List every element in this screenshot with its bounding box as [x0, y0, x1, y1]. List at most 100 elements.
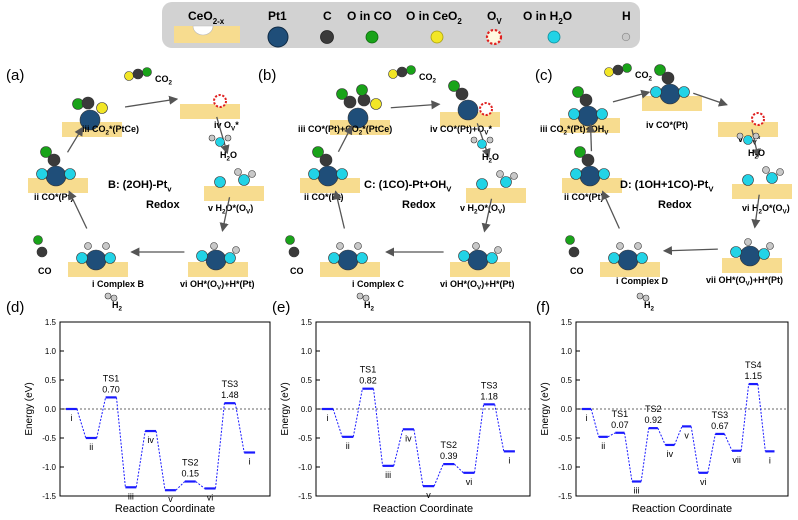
hydrogen-atom-icon	[362, 294, 370, 302]
y-tick-label: 1.0	[45, 347, 57, 356]
state-label: i Complex D	[616, 276, 669, 286]
oxygen-h2o-atom-icon	[476, 178, 488, 190]
state-tick-label: iv	[405, 433, 412, 443]
panel-label: (f)	[536, 299, 550, 316]
state-0: iii CO2*(Pt)+OHV	[540, 86, 620, 137]
y-tick-label: 1.0	[301, 347, 313, 356]
carbon-atom-icon	[579, 93, 593, 107]
cycle-title: D: (1OH+1CO)-PtV	[620, 179, 714, 193]
co-label: CO	[38, 266, 52, 276]
energy-connector	[724, 433, 733, 451]
state-tick-label: iv	[667, 449, 674, 459]
hydrogen-atom-icon	[494, 246, 502, 254]
state-label: ii CO*(Pt)	[304, 192, 344, 202]
state-tick-label: i	[586, 413, 588, 423]
energy-connector	[590, 408, 600, 437]
oxygen-h2o-atom-icon	[308, 168, 320, 180]
oxygen-h2o-atom-icon	[356, 252, 368, 264]
hydrogen-atom-icon	[744, 238, 752, 246]
energy-connector	[433, 463, 444, 487]
cycle-arrow	[337, 125, 353, 153]
panel-label: (e)	[272, 299, 290, 316]
pt-atom-icon	[617, 249, 639, 271]
carbon-atom-icon	[396, 66, 408, 78]
x-axis-label: Reaction Coordinate	[373, 503, 473, 515]
pt-atom-icon	[85, 249, 107, 271]
cycle-arrow	[68, 190, 88, 229]
barrier-value: 0.67	[711, 421, 729, 431]
oxygen-co-atom-icon	[356, 84, 368, 96]
cycle-arrow	[751, 194, 761, 229]
energy-connector	[657, 427, 666, 446]
hydrogen-atom-icon	[104, 292, 112, 300]
state-label: iv OV*	[214, 120, 239, 133]
hydrogen-atom-icon	[616, 242, 624, 250]
y-tick-label: 0.0	[45, 405, 57, 414]
hydrogen-atom-icon	[102, 242, 110, 250]
hydrogen-atom-icon	[248, 170, 256, 178]
oxygen-h2o-atom-icon	[104, 252, 116, 264]
oxygen-ceo2-atom-icon	[370, 98, 382, 110]
cycle-arrow	[693, 92, 728, 107]
legend-box	[162, 2, 640, 48]
energy-profile-charts: (d)-1.5-1.0-0.50.00.51.01.5iiiTS10.70iii…	[6, 299, 789, 515]
h2-label: H2	[644, 300, 655, 313]
y-tick-label: 0.0	[301, 405, 313, 414]
ts-label: TS3	[481, 380, 498, 390]
co2-label: CO2	[155, 74, 173, 87]
panel-label: (b)	[258, 67, 276, 84]
cycle-arrow	[124, 95, 179, 108]
hydrogen-atom-icon	[642, 294, 650, 302]
oxygen-h2o-atom-icon	[214, 176, 226, 188]
state-tick-label: vi	[700, 477, 707, 487]
oxygen-h2o-atom-icon	[598, 168, 610, 180]
hydrogen-atom-icon	[776, 168, 784, 176]
oxygen-h2o-atom-icon	[328, 252, 340, 264]
hydrogen-atom-icon	[752, 132, 760, 140]
barrier-value: 1.48	[221, 390, 239, 400]
h2o-label: H2O	[748, 148, 765, 161]
y-tick-label: 1.5	[561, 318, 573, 327]
state-label: vi H2O*(OV)	[742, 203, 790, 216]
barrier-value: 0.07	[611, 420, 629, 430]
state-label: ii CO*(Pt)	[34, 192, 74, 202]
y-tick-label: -1.0	[558, 463, 572, 472]
oxygen-h2o-atom-icon	[568, 108, 580, 120]
energy-connector	[453, 463, 464, 474]
oxygen-co-atom-icon	[654, 64, 666, 76]
ceria-slab	[732, 184, 792, 199]
energy-connector	[115, 397, 126, 488]
energy-connector	[332, 408, 343, 437]
carbon-atom-icon	[581, 153, 595, 167]
cycle-arrow	[219, 197, 231, 232]
state-label: iii CO2*(Pt)+OHV	[540, 124, 609, 137]
hydrogen-atom-icon	[762, 166, 770, 174]
oxygen-h2o-atom-icon	[196, 250, 208, 262]
y-tick-label: 1.0	[561, 347, 573, 356]
pt-atom-icon	[739, 245, 761, 267]
oxygen-h2o-atom-icon	[215, 137, 225, 147]
barrier-value: 0.15	[181, 469, 199, 479]
cycle-arrow	[601, 190, 620, 229]
oxygen-ceo2-atom-icon	[124, 71, 134, 81]
state-3: vi H2O*(OV)	[732, 166, 792, 216]
legend-label-ov: OV	[487, 9, 502, 26]
energy-connector	[494, 404, 505, 452]
ts-label: TS2	[182, 458, 199, 468]
oxygen-co-atom-icon	[142, 67, 152, 77]
cycle-arrow	[332, 190, 346, 229]
barrier-value: 0.92	[644, 415, 662, 425]
state-tick-label: iii	[634, 486, 640, 496]
state-label: v H2O*(OV)	[460, 203, 505, 216]
state-5: i Complex D	[600, 242, 669, 286]
cycle-arrow	[390, 100, 441, 110]
state-label: i Complex B	[92, 279, 145, 289]
hydrogen-atom-icon	[232, 246, 240, 254]
co-label: CO	[570, 266, 584, 276]
state-tick-label: vi	[207, 492, 214, 502]
oxygen-h2o-atom-icon	[238, 174, 250, 186]
state-tick-label: i	[327, 413, 329, 423]
state-label: vi OH*(OV)+H*(Pt)	[180, 279, 254, 292]
ceria-surface-vacancy-icon	[174, 25, 240, 43]
